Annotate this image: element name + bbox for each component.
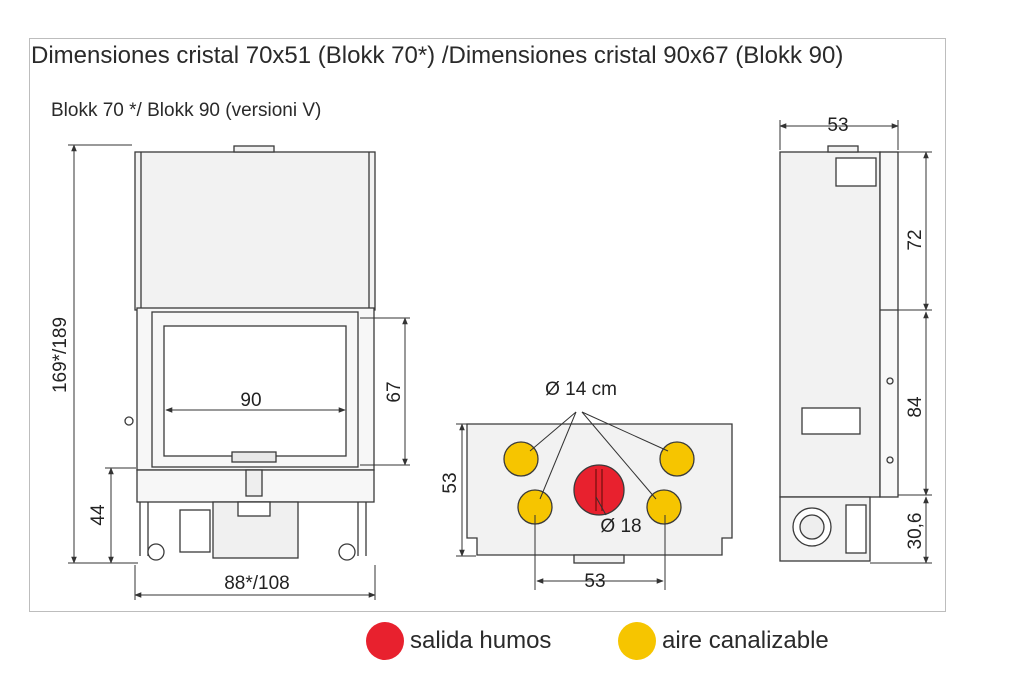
air-duct-top-right bbox=[659, 441, 695, 477]
front-glass-frame bbox=[151, 311, 359, 468]
side-dimensions bbox=[779, 120, 932, 564]
top-view bbox=[466, 423, 733, 564]
front-height-label: 169*/189 bbox=[50, 317, 71, 393]
front-hood bbox=[134, 151, 376, 311]
duct-spacing-label: 53 bbox=[584, 571, 605, 592]
duct-diameter-label: Ø 14 cm bbox=[545, 379, 617, 400]
front-base-height-label: 44 bbox=[88, 504, 109, 526]
legend-air-label: aire canalizable bbox=[662, 627, 829, 654]
legend-flue-swatch bbox=[366, 622, 404, 660]
front-glass-height-label: 67 bbox=[384, 381, 405, 402]
front-width-label: 88*/108 bbox=[224, 573, 290, 594]
front-dimensions bbox=[68, 144, 410, 600]
side-upper-height-label: 72 bbox=[905, 229, 926, 250]
side-middle-height-label: 84 bbox=[905, 396, 926, 418]
top-dimensions bbox=[456, 411, 669, 590]
front-wheel-left bbox=[147, 543, 165, 561]
side-body bbox=[779, 151, 881, 498]
legend-air-swatch bbox=[618, 622, 656, 660]
diagram-subtitle: Blokk 70 */ Blokk 90 (versioni V) bbox=[51, 100, 322, 121]
legend-air: aire canalizable bbox=[618, 621, 829, 661]
legend-flue-label: salida humos bbox=[410, 627, 552, 654]
front-wheel-right bbox=[338, 543, 356, 561]
side-base-height-label: 30,6 bbox=[905, 513, 926, 550]
side-depth-label: 53 bbox=[827, 115, 848, 136]
front-glass bbox=[163, 325, 347, 457]
diagram-title: Dimensiones cristal 70x51 (Blokk 70*) /D… bbox=[31, 42, 844, 69]
side-view bbox=[779, 145, 899, 562]
flue-outlet bbox=[573, 464, 625, 516]
legend-flue: salida humos bbox=[366, 621, 551, 661]
front-view bbox=[124, 145, 376, 561]
top-depth-label: 53 bbox=[440, 472, 461, 493]
front-glass-width-label: 90 bbox=[240, 390, 261, 411]
air-duct-top-left bbox=[503, 441, 539, 477]
flue-diameter-label: Ø 18 bbox=[600, 516, 641, 537]
diagram-frame bbox=[29, 38, 946, 612]
